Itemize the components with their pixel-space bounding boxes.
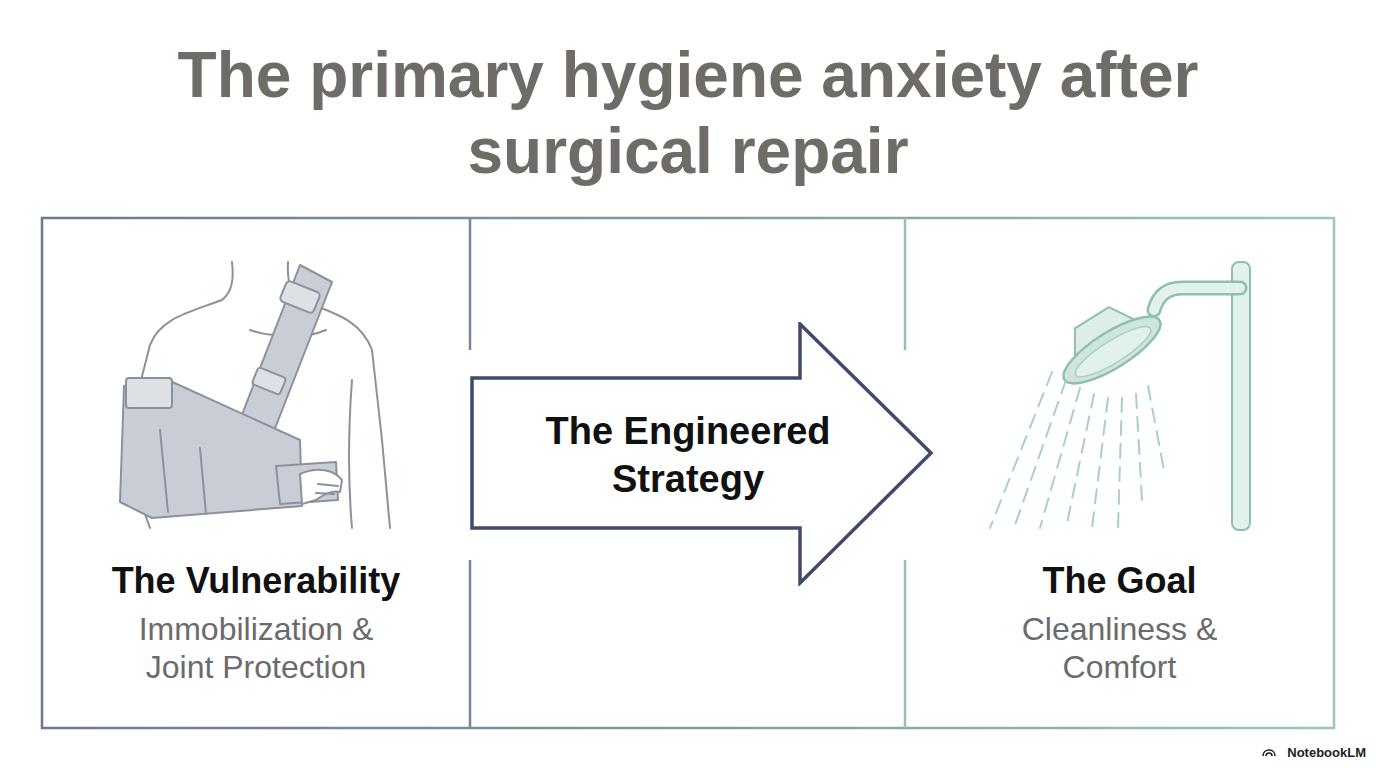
node-description: Immobilization & Joint Protection xyxy=(101,610,411,686)
arrow-outline xyxy=(472,324,931,583)
panel-frame xyxy=(42,218,1334,728)
watermark-icon xyxy=(1263,750,1275,756)
diagram-title: The primary hygiene anxiety after surgic… xyxy=(138,37,1238,189)
arrow-shape xyxy=(470,322,934,586)
node-description: Cleanliness & Comfort xyxy=(1020,610,1220,686)
strategy-arrow: The Engineered Strategy xyxy=(470,322,934,586)
sling-illustration xyxy=(120,262,390,528)
watermark: NotebookLM xyxy=(1160,745,1366,761)
node-heading: The Engineered Strategy xyxy=(528,407,848,503)
goal-panel: The GoalCleanliness & Comfort xyxy=(905,218,1334,728)
problem-panel: The VulnerabilityImmobilization & Joint … xyxy=(42,218,470,728)
node-heading: The Goal xyxy=(920,561,1320,601)
shower-illustration xyxy=(990,262,1250,530)
node-heading: The Vulnerability xyxy=(56,561,456,601)
